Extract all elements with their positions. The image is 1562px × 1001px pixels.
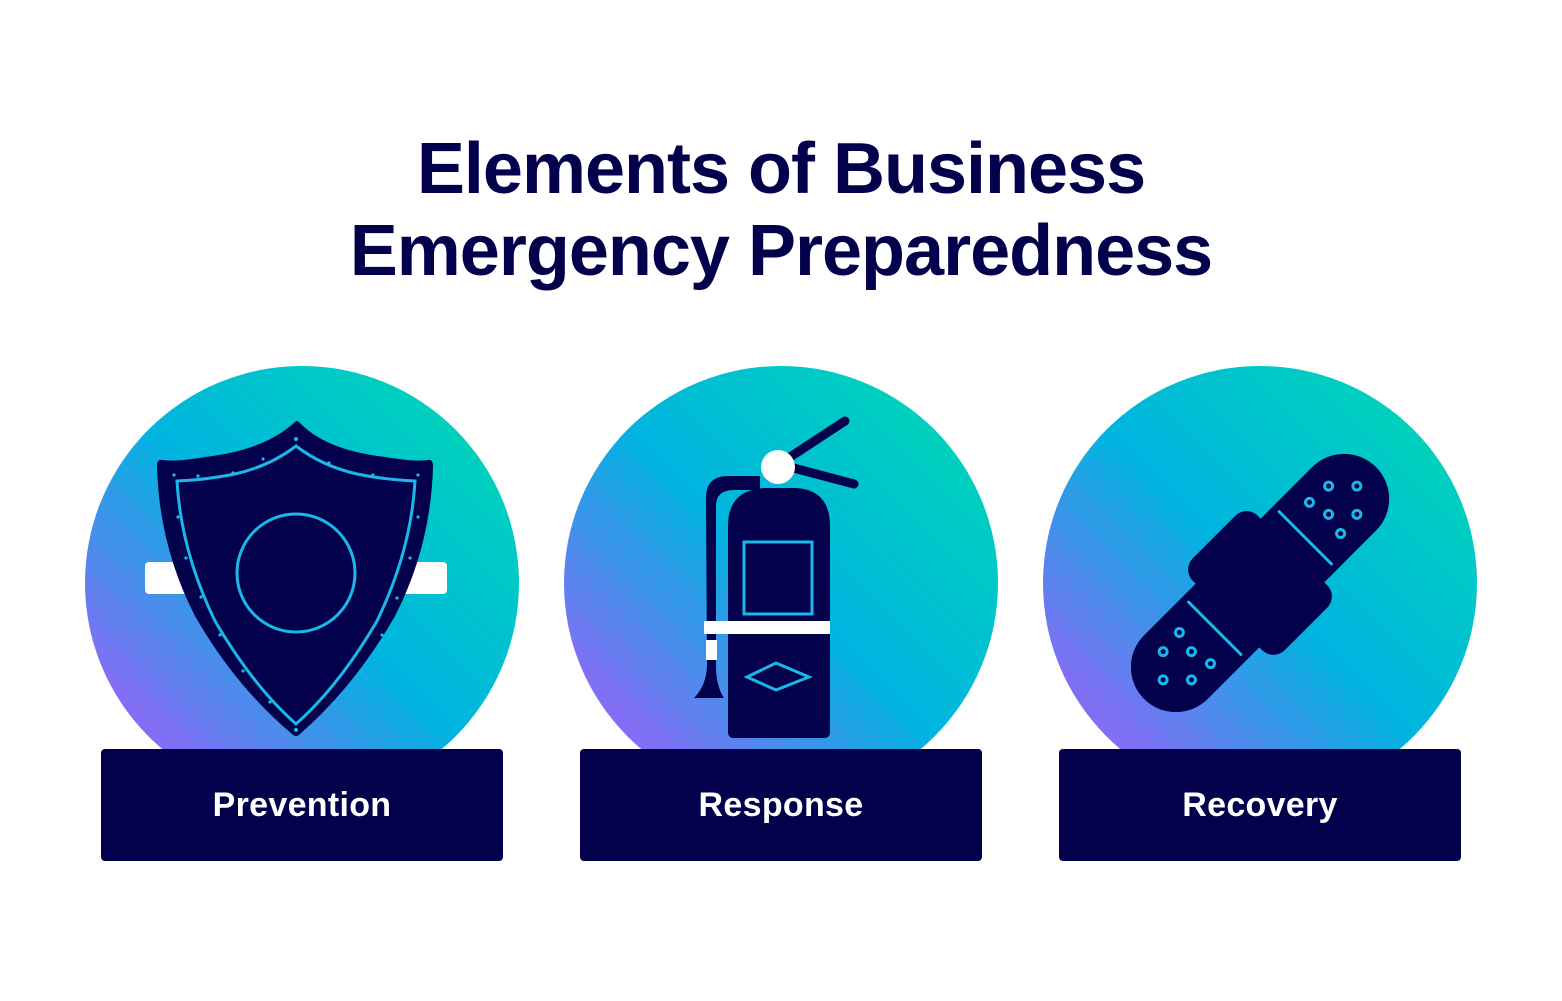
gradient-circle xyxy=(85,366,519,800)
element-card-prevention: Prevention xyxy=(85,366,519,862)
element-card-response: Response xyxy=(564,366,998,862)
element-label: Response xyxy=(698,785,864,824)
element-label-box: Response xyxy=(580,749,982,861)
bandage-icon xyxy=(1130,453,1390,713)
gradient-circle xyxy=(1043,366,1477,800)
element-label: Prevention xyxy=(212,785,392,824)
title-line-2: Emergency Preparedness xyxy=(349,211,1213,291)
shield-icon xyxy=(145,421,447,736)
page-title: Elements of Business Emergency Preparedn… xyxy=(0,128,1562,292)
fire-extinguisher-icon xyxy=(694,416,859,738)
element-label: Recovery xyxy=(1182,785,1338,824)
element-label-box: Recovery xyxy=(1059,749,1461,861)
title-line-1: Elements of Business xyxy=(416,129,1146,209)
element-card-recovery: Recovery xyxy=(1043,366,1477,862)
element-label-box: Prevention xyxy=(101,749,503,861)
gradient-circle xyxy=(564,366,998,800)
